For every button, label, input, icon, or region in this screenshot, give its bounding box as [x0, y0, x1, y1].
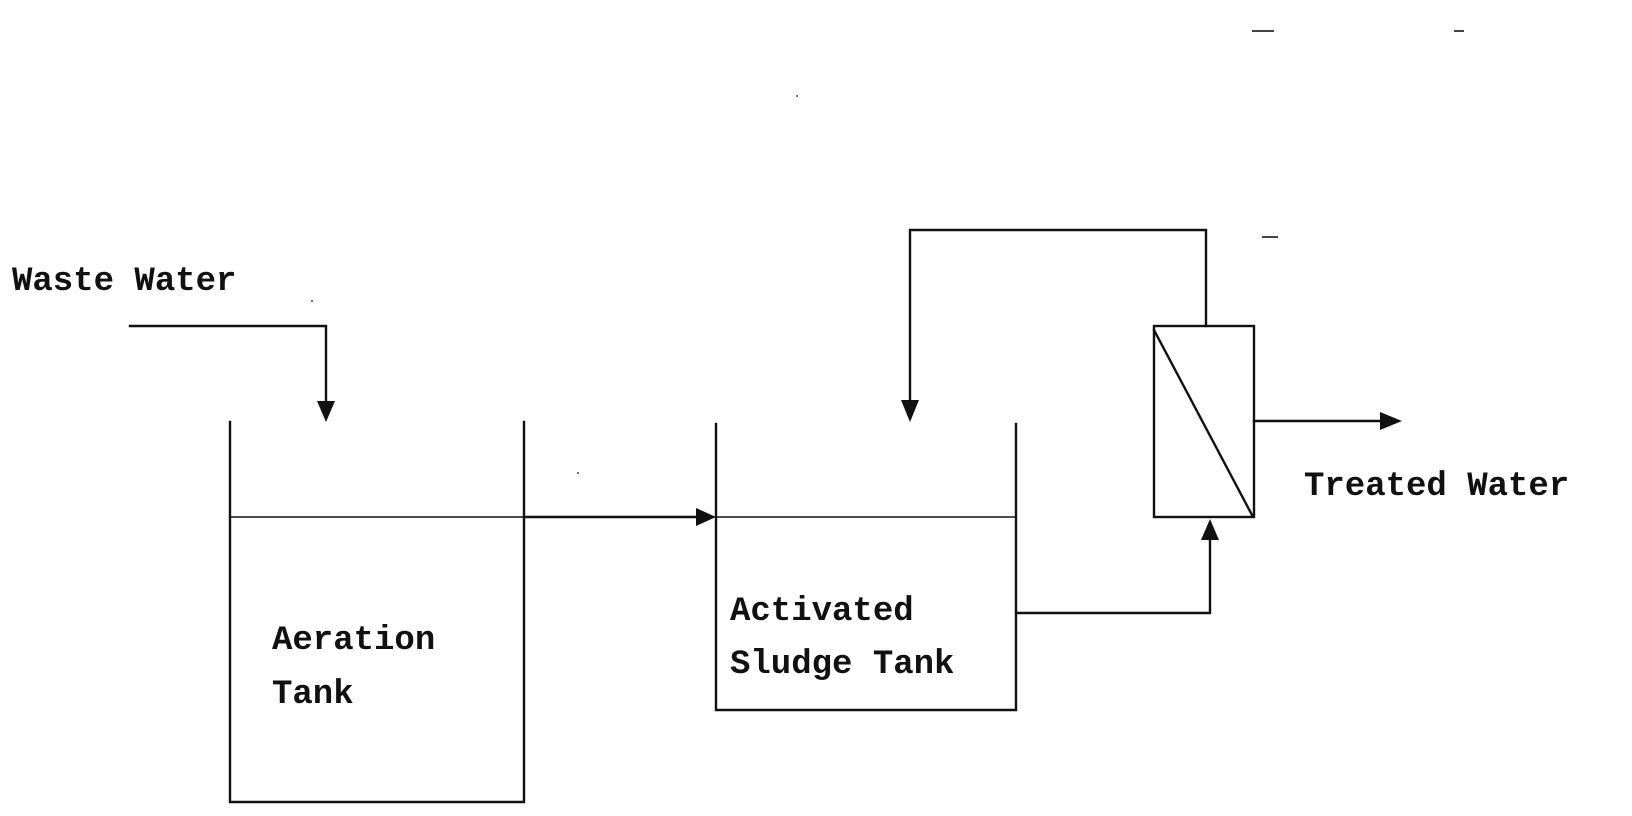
membrane-diagonal: [1152, 328, 1254, 517]
outlet-arrowhead: [1380, 412, 1402, 430]
aeration-tank: [228, 420, 526, 804]
activated-sludge-label-line2: Sludge Tank: [730, 646, 954, 684]
waste-water-label: Waste Water: [12, 263, 236, 301]
scan-specks: [311, 30, 1464, 474]
aeration-tank-label-line1: Aeration: [272, 622, 435, 660]
activated-sludge-label-line1: Activated: [730, 593, 914, 631]
filter-inlet-arrowhead: [1201, 519, 1219, 540]
waste-water-inlet-line: [128, 324, 328, 408]
aeration-tank-label-line2: Tank: [272, 676, 354, 714]
transfer-arrowhead: [696, 508, 716, 526]
sludge-to-filter-line: [1014, 538, 1212, 615]
recycle-arrowhead: [901, 400, 919, 422]
treated-water-label: Treated Water: [1304, 468, 1569, 506]
recycle-line: [908, 228, 1208, 402]
activated-sludge-tank: [714, 422, 1018, 712]
inlet-arrowhead: [317, 401, 335, 422]
